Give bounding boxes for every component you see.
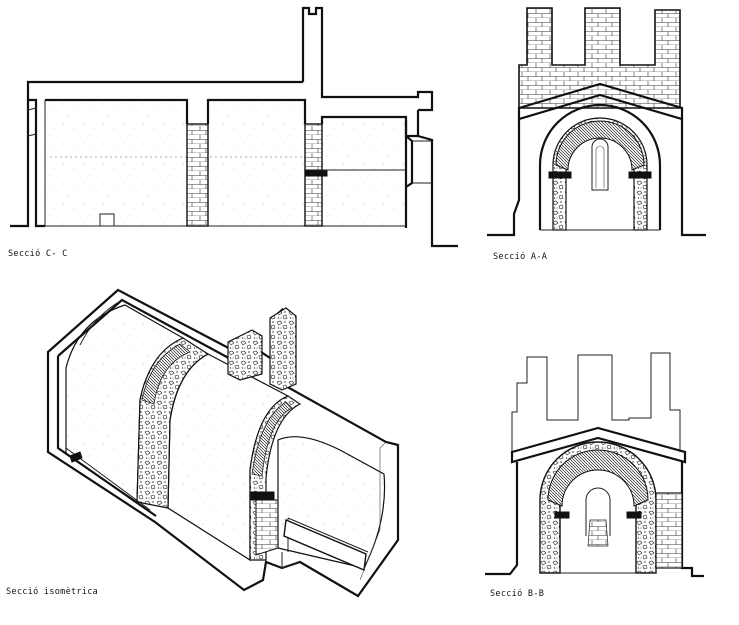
caption-section-bb: Secció B-B bbox=[490, 589, 545, 599]
caption-section-aa: Secció A-A bbox=[493, 252, 548, 262]
section-bb-drawing bbox=[485, 352, 704, 578]
section-aa-drawing bbox=[487, 7, 706, 237]
caption-section-isometric: Secció isomètrica bbox=[6, 587, 99, 597]
section-cc-drawing bbox=[10, 6, 458, 248]
caption-section-cc: Secció C- C bbox=[8, 249, 68, 259]
section-isometric-drawing bbox=[46, 288, 400, 598]
